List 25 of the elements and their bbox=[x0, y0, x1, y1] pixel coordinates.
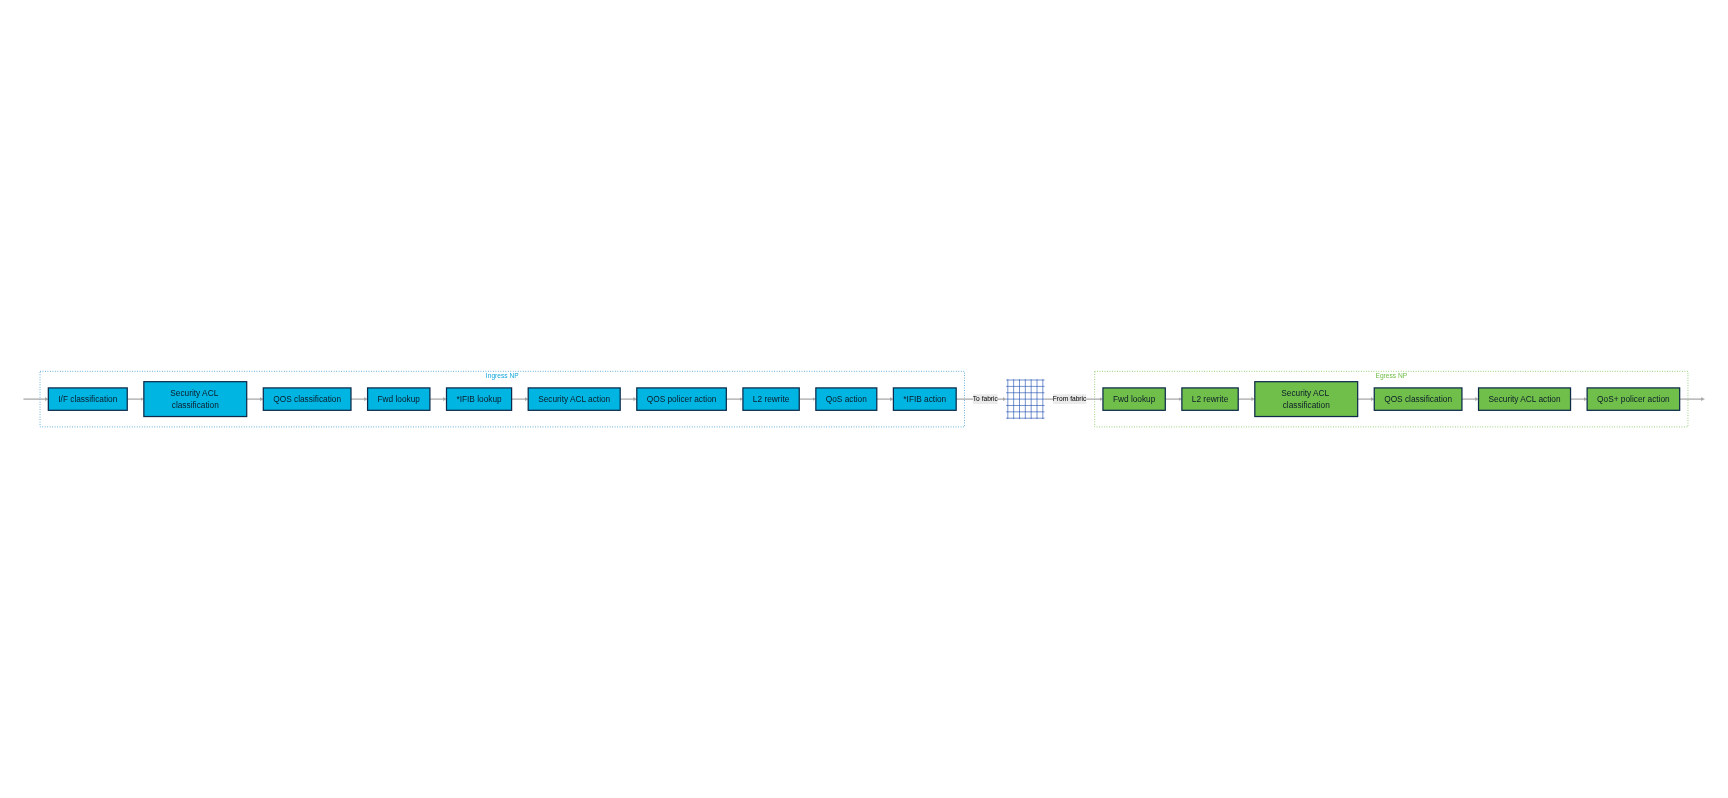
arrow bbox=[429, 397, 447, 401]
node-box: QoS+ policer action bbox=[1586, 387, 1681, 411]
arrow bbox=[1461, 397, 1479, 401]
node-box: QOS classification bbox=[262, 387, 352, 411]
node-box: *IFIB lookup bbox=[445, 387, 513, 411]
arrow bbox=[1679, 397, 1705, 401]
node-box: Security ACL action bbox=[527, 387, 621, 411]
node-box: L2 rewrite bbox=[742, 387, 800, 411]
node-box: Fwd lookup bbox=[366, 387, 431, 411]
node-box: Security ACL classification bbox=[143, 380, 248, 418]
arrow bbox=[246, 397, 264, 401]
node-box: I/F classification bbox=[47, 387, 128, 411]
node-box: Security ACL action bbox=[1477, 387, 1572, 411]
node-box: QoS action bbox=[815, 387, 878, 411]
arrow bbox=[511, 397, 529, 401]
node-box: Security ACL classification bbox=[1254, 380, 1359, 418]
arrow bbox=[22, 397, 49, 401]
node-box: QOS policer action bbox=[636, 387, 727, 411]
node-box: QOS classification bbox=[1373, 387, 1463, 411]
arrow bbox=[350, 397, 368, 401]
arrow bbox=[876, 397, 894, 401]
node-box: Fwd lookup bbox=[1102, 387, 1166, 411]
node-box: L2 rewrite bbox=[1181, 387, 1239, 411]
node-box: *IFIB action bbox=[892, 387, 957, 411]
arrow bbox=[1357, 397, 1375, 401]
